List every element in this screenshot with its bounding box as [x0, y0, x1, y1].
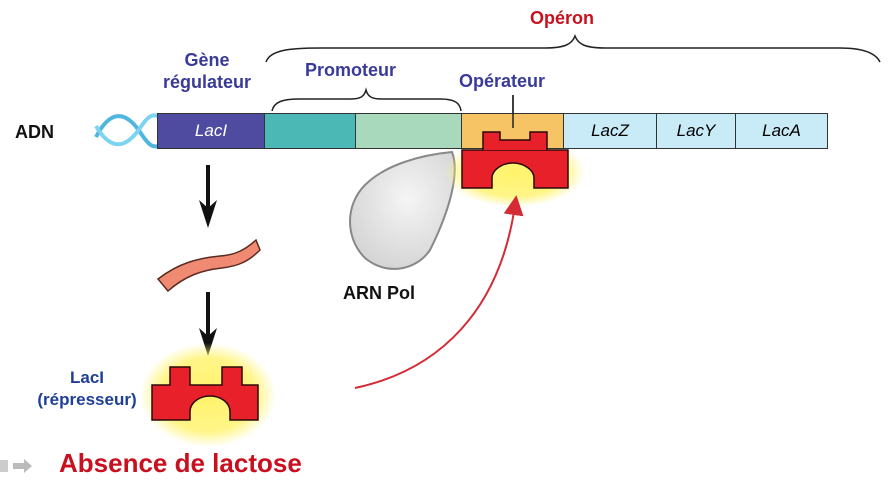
condition-title: Absence de lactose — [59, 448, 302, 478]
operon-brace — [265, 33, 881, 63]
dna-segment-laci: LacI — [157, 113, 265, 149]
gene-regulateur-line2: régulateur — [162, 72, 252, 92]
operator-bound-repressor — [461, 149, 569, 189]
dna-segment-lacy: LacY — [656, 113, 736, 149]
dna-segment-promoter-b — [355, 113, 462, 149]
gene-regulateur-label: Gène régulateur — [150, 49, 264, 93]
dna-segment-operator — [461, 113, 564, 149]
mrna-strand — [156, 238, 261, 293]
segment-label: LacY — [676, 121, 716, 140]
dna-segment-lacz: LacZ — [563, 113, 657, 149]
translation-arrow-icon — [199, 292, 217, 356]
free-repressor — [151, 366, 259, 421]
dna-helix-icon — [94, 113, 159, 149]
repressor-line1: LacI — [69, 368, 105, 387]
operateur-label: Opérateur — [459, 71, 546, 91]
dna-segment-promoter-a — [264, 113, 356, 149]
repressor-label: LacI (répresseur) — [28, 367, 146, 411]
repressor-line2: (répresseur) — [37, 390, 137, 409]
segment-label: LacI — [194, 121, 228, 140]
promoter-brace — [271, 87, 462, 112]
operon-label: Opéron — [530, 8, 595, 28]
segment-label: LacZ — [591, 121, 629, 140]
promoteur-label: Promoteur — [305, 60, 397, 80]
binding-arrow — [354, 195, 524, 389]
dna-segment-laca: LacA — [735, 113, 828, 149]
transcription-arrow-icon — [199, 165, 217, 228]
gene-regulateur-line1: Gène — [184, 50, 230, 70]
adn-label: ADN — [15, 122, 54, 142]
slide-nav-icons[interactable] — [0, 459, 32, 473]
rna-polymerase-shape — [349, 150, 456, 270]
segment-label: LacA — [762, 121, 801, 140]
arn-pol-label: ARN Pol — [343, 283, 415, 303]
